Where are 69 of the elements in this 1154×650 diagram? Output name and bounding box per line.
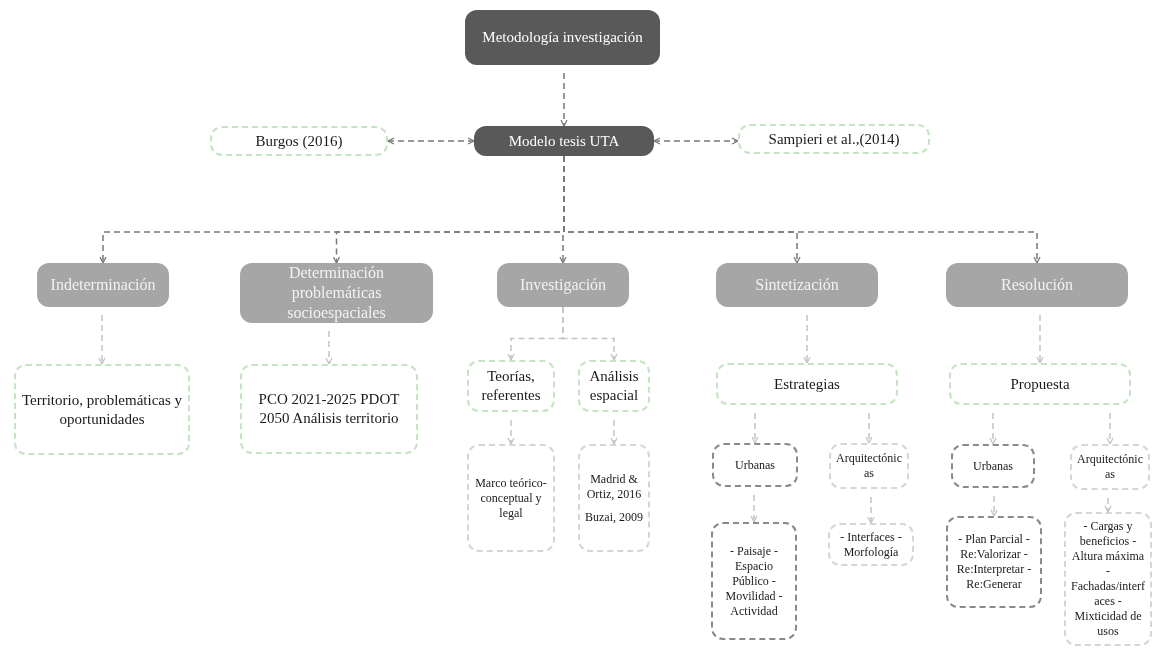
arrow <box>98 314 106 365</box>
node-text: Marco teórico-conceptual y legal <box>474 475 548 521</box>
node-text: Investigación <box>519 275 607 295</box>
detail-box <box>828 523 914 566</box>
arrow <box>751 412 759 444</box>
arrow <box>989 412 997 445</box>
detail-box <box>711 522 797 640</box>
detail-box <box>1064 512 1152 646</box>
node-text: - Paisaje - Espacio Público - Movilidad - Actividad <box>724 543 784 619</box>
process-box <box>474 126 654 156</box>
topic-box <box>716 363 898 405</box>
detail-box <box>951 444 1035 488</box>
node-text: Estrategias <box>774 374 840 394</box>
node-text: Metodología investigación <box>482 28 643 47</box>
node-text: Modelo tesis UTA <box>508 131 620 151</box>
node-text: Arquitectónicas <box>1076 452 1144 482</box>
process-box <box>465 10 660 65</box>
topic-box <box>578 360 650 412</box>
arrow <box>1036 314 1044 364</box>
node-text: Urbanas <box>735 457 775 473</box>
topic-box <box>949 363 1131 405</box>
node-text: - Cargas y beneficios - Altura máxima -Fachadas/interfaces -Mixticidad de usos <box>1070 519 1146 639</box>
node-text: - Interfaces - Morfología <box>839 529 903 560</box>
arrow <box>867 496 875 524</box>
arrow <box>803 314 811 364</box>
node-text: Buzai, 2009 <box>585 509 643 525</box>
node-text: Urbanas <box>973 458 1013 474</box>
node-text: Resolución <box>1001 275 1073 295</box>
arrow <box>387 137 475 145</box>
node-text: Propuesta <box>1010 374 1070 394</box>
arrow <box>560 72 568 127</box>
detail-box <box>1070 444 1150 490</box>
phase-box <box>946 263 1128 307</box>
arrow <box>610 419 618 445</box>
topic-box <box>240 364 418 454</box>
topic-box <box>210 126 388 156</box>
phase-box <box>37 263 169 307</box>
node-text: Madrid & Ortiz, 2016 <box>585 471 643 502</box>
arrow <box>325 330 333 365</box>
node-text: - Plan Parcial - Re:Valorizar - Re:Interpretar - Re:Generar <box>955 532 1033 592</box>
phase-box <box>716 263 878 307</box>
node-text: Arquitectónicas <box>835 451 903 481</box>
arrow <box>562 306 618 361</box>
node-text: Burgos (2016) <box>255 131 343 151</box>
detail-box <box>829 443 909 489</box>
detail-box <box>712 443 798 487</box>
phase-box <box>240 263 433 323</box>
topic-box <box>467 360 555 412</box>
detail-box <box>467 444 555 552</box>
node-text: Determinación problemáticas socioespaciales <box>286 263 387 323</box>
node-text: Teorías, referentes <box>480 367 542 405</box>
arrow <box>1106 412 1114 445</box>
arrow <box>1104 497 1112 513</box>
detail-box <box>946 516 1042 608</box>
arrow <box>507 419 515 445</box>
node-text: Sampieri et al.,(2014) <box>768 129 900 149</box>
node-text: Sintetización <box>755 275 839 295</box>
node-text: Territorio, problemáticas y oportunidades <box>20 390 184 429</box>
node-text: PCO 2021-2025 PDOT 2050 Análisis territorio <box>257 390 401 428</box>
topic-box <box>738 124 930 154</box>
node-text: Análisis espacial <box>588 367 640 405</box>
arrow <box>750 494 758 523</box>
phase-box <box>497 263 629 307</box>
arrow <box>990 495 998 517</box>
node-text: Indeterminación <box>50 275 156 295</box>
topic-box <box>14 364 190 455</box>
detail-box <box>578 444 650 552</box>
arrow <box>653 137 739 145</box>
arrow <box>865 412 873 444</box>
